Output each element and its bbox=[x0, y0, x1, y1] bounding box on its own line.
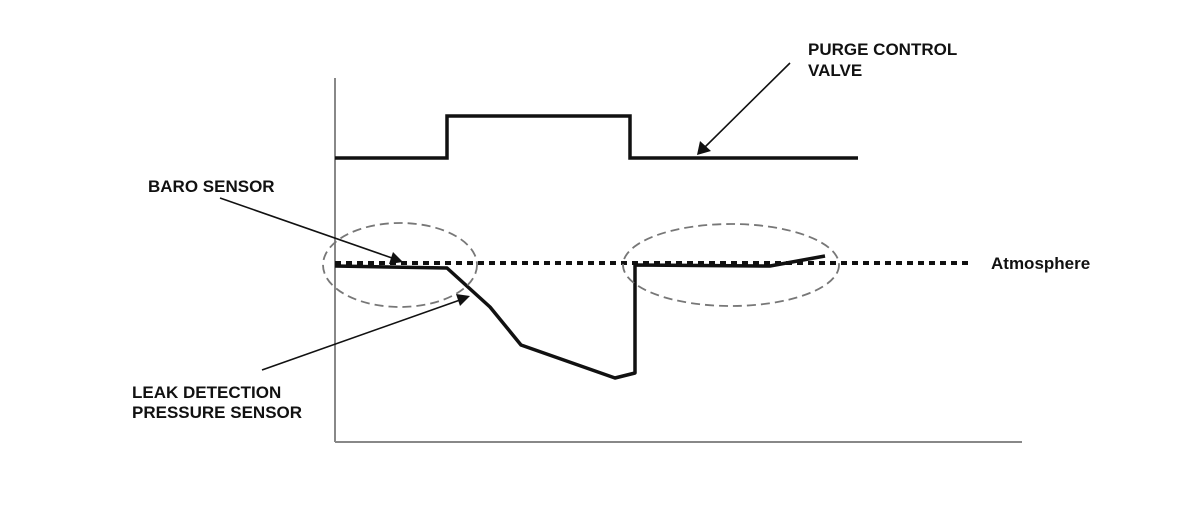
purge-valve-label-line2: VALVE bbox=[808, 61, 862, 80]
leak-pressure-trace bbox=[334, 254, 826, 380]
right-dashed-ellipse bbox=[622, 223, 840, 307]
purge-valve-arrow bbox=[697, 62, 791, 155]
purge-valve-label-line1: PURGE CONTROL bbox=[808, 40, 957, 59]
left-dashed-ellipse bbox=[322, 222, 478, 308]
baro-sensor-label: BARO SENSOR bbox=[148, 177, 275, 196]
leak-sensor-label-line1: LEAK DETECTION bbox=[132, 383, 281, 402]
leak-sensor-arrow bbox=[261, 294, 470, 371]
baro-sensor-arrow bbox=[219, 197, 403, 264]
atmosphere-label: Atmosphere bbox=[991, 254, 1090, 273]
purge-valve-signal bbox=[335, 114, 858, 160]
leak-sensor-label-line2: PRESSURE SENSOR bbox=[132, 403, 302, 422]
